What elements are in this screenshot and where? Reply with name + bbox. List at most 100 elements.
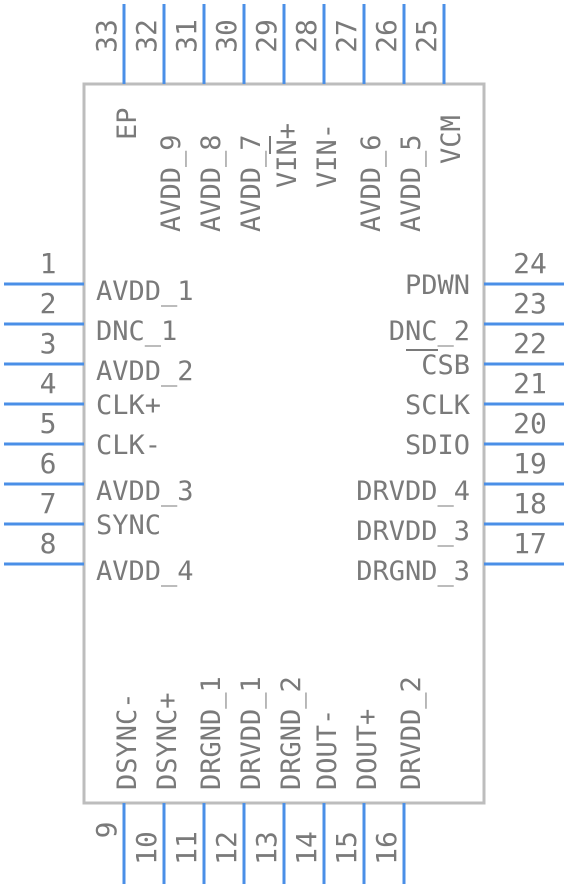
pin-label: SYNC bbox=[96, 510, 161, 541]
right-pin-19: 19 DRVDD_4 bbox=[356, 447, 564, 507]
pin-label: AVDD_5 bbox=[396, 134, 427, 232]
pin-number: 14 bbox=[290, 831, 323, 865]
pin-number: 9 bbox=[90, 822, 123, 839]
bottom-pin-11: 11 DRGND_1 bbox=[170, 676, 227, 884]
pin-label: AVDD_8 bbox=[196, 134, 227, 232]
pin-label: AVDD_3 bbox=[96, 476, 194, 507]
pin-label: DNC_1 bbox=[96, 316, 177, 347]
package-body bbox=[82, 82, 486, 805]
pin-label: DRVDD_1 bbox=[236, 676, 267, 790]
pin-number: 23 bbox=[513, 287, 547, 320]
right-pin-21: 21 SCLK bbox=[405, 367, 564, 421]
pin-label: EP bbox=[112, 107, 143, 140]
pin-label: DSYNC- bbox=[112, 692, 143, 790]
pin-number: 31 bbox=[170, 19, 203, 53]
bottom-pin-9: 9 DSYNC- bbox=[90, 692, 143, 884]
bottom-pin-13: 13 DRGND_2 bbox=[250, 676, 307, 884]
pin-number: 12 bbox=[210, 831, 243, 865]
pin-label: DRVDD_4 bbox=[356, 476, 470, 507]
pin-number: 10 bbox=[130, 831, 163, 865]
pin-label: AVDD_4 bbox=[96, 556, 194, 587]
top-pin-29: 29 VIN+ bbox=[242, 4, 303, 188]
pin-label: AVDD_9 bbox=[156, 134, 187, 232]
left-pin-6: 6 AVDD_3 bbox=[4, 447, 194, 507]
pin-label: DOUT+ bbox=[352, 709, 383, 790]
pin-number: 26 bbox=[370, 19, 403, 53]
pin-number: 13 bbox=[250, 831, 283, 865]
pin-number: 2 bbox=[40, 287, 57, 320]
top-pin-25: 25 VCM bbox=[402, 4, 467, 164]
pin-label: DRVDD_2 bbox=[396, 676, 427, 790]
left-pin-4: 4 CLK+ bbox=[4, 367, 161, 421]
right-pin-17: 17 DRGND_3 bbox=[356, 527, 564, 587]
pin-label: DRVDD_3 bbox=[356, 516, 470, 547]
left-pin-5: 5 CLK- bbox=[4, 407, 161, 461]
right-pin-18: 18 DRVDD_3 bbox=[356, 487, 564, 547]
left-pin-1: 1 AVDD_1 bbox=[4, 247, 194, 307]
pin-number: 19 bbox=[513, 447, 547, 480]
pin-number: 16 bbox=[370, 831, 403, 865]
bottom-pin-15: 15 DOUT+ bbox=[330, 709, 383, 884]
pin-number: 17 bbox=[513, 527, 547, 560]
pin-label: CLK+ bbox=[96, 390, 161, 421]
right-pin-24: 24 PDWN bbox=[405, 247, 564, 301]
pin-number: 15 bbox=[330, 831, 363, 865]
pin-label: AVDD_2 bbox=[96, 356, 194, 387]
pin-number: 21 bbox=[513, 367, 547, 400]
top-pin-31: 31 AVDD_8 bbox=[162, 4, 227, 232]
top-pin-30: 30 AVDD_7 bbox=[202, 4, 267, 232]
pin-label: DNC_2 bbox=[389, 316, 470, 347]
pin-number: 27 bbox=[330, 19, 363, 53]
pin-number: 30 bbox=[210, 19, 243, 53]
pin-number: 7 bbox=[40, 487, 57, 520]
pin-number: 1 bbox=[40, 247, 57, 280]
pin-label: CLK- bbox=[96, 430, 161, 461]
pin-label: SCLK bbox=[405, 390, 471, 421]
pin-label: DRGND_1 bbox=[196, 676, 227, 790]
top-pin-26: 26 AVDD_5 bbox=[362, 4, 427, 232]
top-pin-32: 32 AVDD_9 bbox=[122, 4, 187, 232]
right-pin-20: 20 SDIO bbox=[405, 407, 564, 461]
pin-number: 6 bbox=[40, 447, 57, 480]
pin-number: 22 bbox=[513, 327, 547, 360]
pin-number: 8 bbox=[40, 527, 57, 560]
pin-label: DOUT- bbox=[312, 709, 343, 790]
bottom-pin-16: 16 DRVDD_2 bbox=[370, 676, 427, 884]
pin-label: VIN+ bbox=[272, 123, 303, 188]
pin-label: AVDD_1 bbox=[96, 276, 194, 307]
pin-label: AVDD_7 bbox=[236, 134, 267, 232]
top-pin-33: 33 EP bbox=[90, 19, 143, 140]
bottom-pin-12: 12 DRVDD_1 bbox=[210, 676, 267, 884]
pin-number: 5 bbox=[40, 407, 57, 440]
pin-number: 11 bbox=[170, 831, 203, 865]
pin-number: 4 bbox=[40, 367, 57, 400]
pin-label: DSYNC+ bbox=[152, 692, 183, 790]
top-pin-28: 28 VIN- bbox=[282, 4, 343, 188]
pin-number: 20 bbox=[513, 407, 547, 440]
bottom-pin-14: 14 DOUT- bbox=[290, 709, 343, 884]
pin-label: VIN- bbox=[312, 123, 343, 188]
right-pin-22: 22 CSB bbox=[406, 327, 564, 381]
pin-label: VCM bbox=[436, 115, 467, 164]
left-pin-3: 3 AVDD_2 bbox=[4, 327, 194, 387]
pin-label: SDIO bbox=[405, 430, 470, 461]
pin-number: 24 bbox=[513, 247, 547, 280]
pin-label: AVDD_6 bbox=[356, 134, 387, 232]
top-pin-27: 27 AVDD_6 bbox=[322, 4, 387, 232]
pin-number: 18 bbox=[513, 487, 547, 520]
pin-number: 25 bbox=[410, 19, 443, 53]
pin-label: DRGND_2 bbox=[276, 676, 307, 790]
pin-label: DRGND_3 bbox=[356, 556, 470, 587]
pin-number: 3 bbox=[40, 327, 57, 360]
left-pin-8: 8 AVDD_4 bbox=[4, 527, 194, 587]
pin-number: 28 bbox=[290, 19, 323, 53]
left-pin-2: 2 DNC_1 bbox=[4, 287, 177, 347]
pin-number: 32 bbox=[130, 19, 163, 53]
pin-number: 33 bbox=[90, 19, 123, 53]
pin-number: 29 bbox=[250, 19, 283, 53]
pin-label: PDWN bbox=[405, 270, 470, 301]
pin-label: CSB bbox=[421, 350, 470, 381]
left-pin-7: 7 SYNC bbox=[4, 487, 161, 541]
right-pin-23: 23 DNC_2 bbox=[389, 287, 564, 347]
